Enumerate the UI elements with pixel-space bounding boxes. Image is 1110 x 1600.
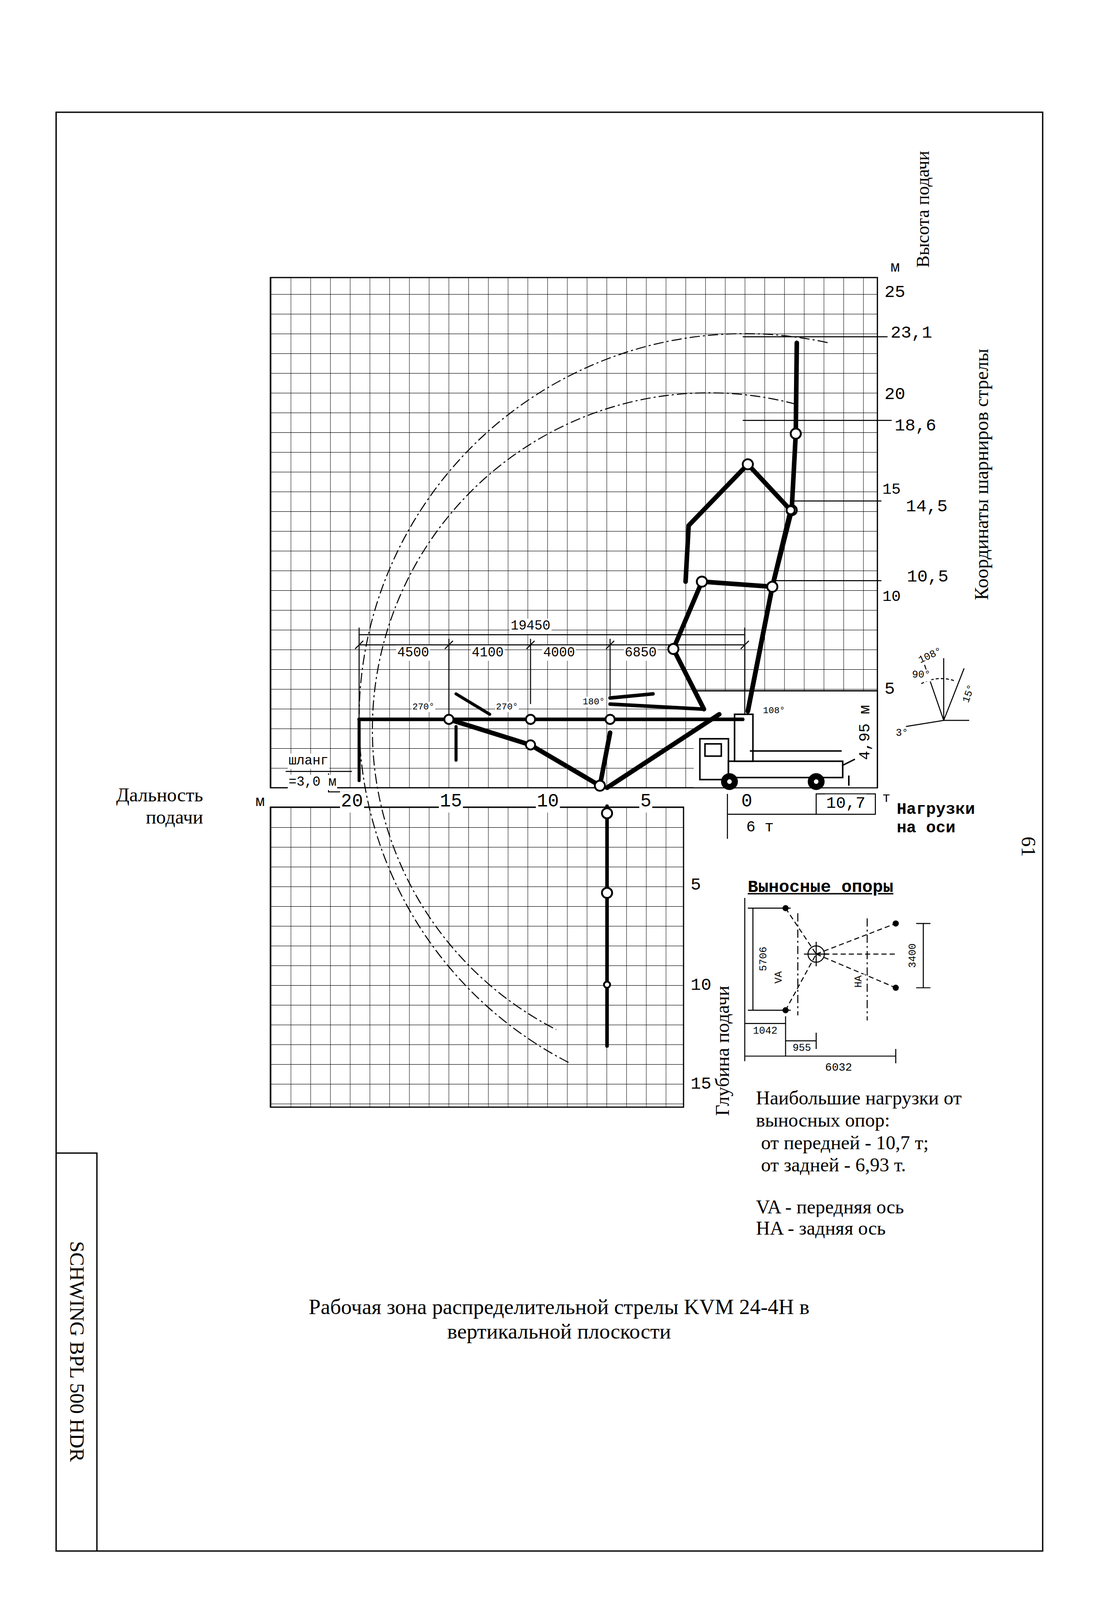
hose-label: шланг xyxy=(287,753,330,769)
outrigger-plan xyxy=(744,897,931,1064)
axis-tick: 0 xyxy=(740,791,754,813)
axis-title: Дальность подачи xyxy=(76,783,205,829)
hinge-height: 18,6 xyxy=(893,416,938,437)
axis-tick: 10 xyxy=(535,791,560,813)
note: от задней - 6,93 т. xyxy=(759,1153,907,1177)
axis-tick: 25 xyxy=(883,282,907,303)
angle-label: 108° xyxy=(762,705,787,717)
note: HA - задняя ось xyxy=(754,1217,887,1240)
dimension: 4000 xyxy=(542,645,577,661)
page-number: 61 xyxy=(1016,835,1041,858)
axis-tick: 15 xyxy=(881,480,902,499)
axis-tick: 5 xyxy=(689,875,703,896)
angle-label: 3° xyxy=(894,727,910,740)
dimension-lines xyxy=(355,627,750,715)
truck-area xyxy=(693,691,877,788)
outrigger-pads xyxy=(782,905,899,1014)
angle-label: 270° xyxy=(411,701,436,713)
note: Наибольшие нагрузки от выносных опор: xyxy=(754,1086,1010,1132)
axis-title: Глубина подачи xyxy=(711,984,734,1117)
angle-label: 15° xyxy=(960,682,979,706)
height-grid xyxy=(270,277,878,789)
axis-tick: 10 xyxy=(881,588,902,606)
dimension: 3400 xyxy=(907,942,919,970)
page-border xyxy=(55,112,1043,1552)
reach-arc xyxy=(372,392,796,1030)
dimension: 4,95 м xyxy=(856,703,874,761)
dimension: 19450 xyxy=(509,618,552,635)
axis-tick: 15 xyxy=(438,791,463,813)
axle-name: VA xyxy=(773,970,786,985)
unit-label: м xyxy=(889,258,901,277)
truck-area-border xyxy=(693,691,878,789)
boom-hinges xyxy=(444,428,801,989)
section-heading: Выносные опоры xyxy=(746,877,895,898)
boom-positions xyxy=(358,342,797,1046)
hose-label-lines xyxy=(285,771,352,792)
dimension: 6850 xyxy=(624,645,658,661)
reach-arc xyxy=(358,333,828,1063)
hinge-height: 14,5 xyxy=(904,497,949,517)
hinge-height: 10,5 xyxy=(905,567,950,588)
axis-title: Координаты шарниров стрелы xyxy=(970,347,993,601)
document-title: SCHWING BPL 500 HDR xyxy=(64,1240,89,1463)
axle-load: 10,7 xyxy=(825,794,867,814)
height-markers xyxy=(742,336,892,581)
dimension: 955 xyxy=(791,1043,813,1055)
dimension: 6032 xyxy=(824,1061,853,1075)
angle-label: 270° xyxy=(495,701,520,713)
axle-load: 6 т xyxy=(745,818,776,837)
dimension: 4500 xyxy=(396,645,431,661)
hinge-height: 23,1 xyxy=(889,323,934,344)
axis-title: Высота подачи xyxy=(912,149,935,269)
axis-tick: 20 xyxy=(883,384,907,405)
angle-sketch xyxy=(905,658,970,727)
unit-label: т xyxy=(881,791,892,807)
dimension: 1042 xyxy=(752,1025,779,1038)
angle-label: 180° xyxy=(582,696,607,708)
unit-label: м xyxy=(254,793,266,811)
note: VA - передняя ось xyxy=(754,1195,905,1219)
angle-label: 90° xyxy=(911,669,932,681)
angle-label: 108° xyxy=(915,645,945,668)
title-strip xyxy=(55,1152,97,1552)
note: от передней - 10,7 т; xyxy=(759,1131,930,1154)
dimension: 4100 xyxy=(470,645,505,661)
dimension: 5706 xyxy=(758,946,771,973)
depth-grid xyxy=(270,806,684,1108)
axle-name: HA xyxy=(853,974,865,989)
axis-tick: 20 xyxy=(339,791,364,813)
axis-tick: 5 xyxy=(883,679,897,700)
axis-tick: 5 xyxy=(639,791,653,813)
axis-tick: 15 xyxy=(689,1074,713,1095)
caption: Рабочая зона распределительной стрелы KV… xyxy=(291,1294,828,1344)
truck xyxy=(699,714,856,789)
hose-label: =3,0 м xyxy=(287,775,338,791)
axis-title: Нагрузки на оси xyxy=(895,800,998,838)
axis-tick: 10 xyxy=(689,975,713,996)
